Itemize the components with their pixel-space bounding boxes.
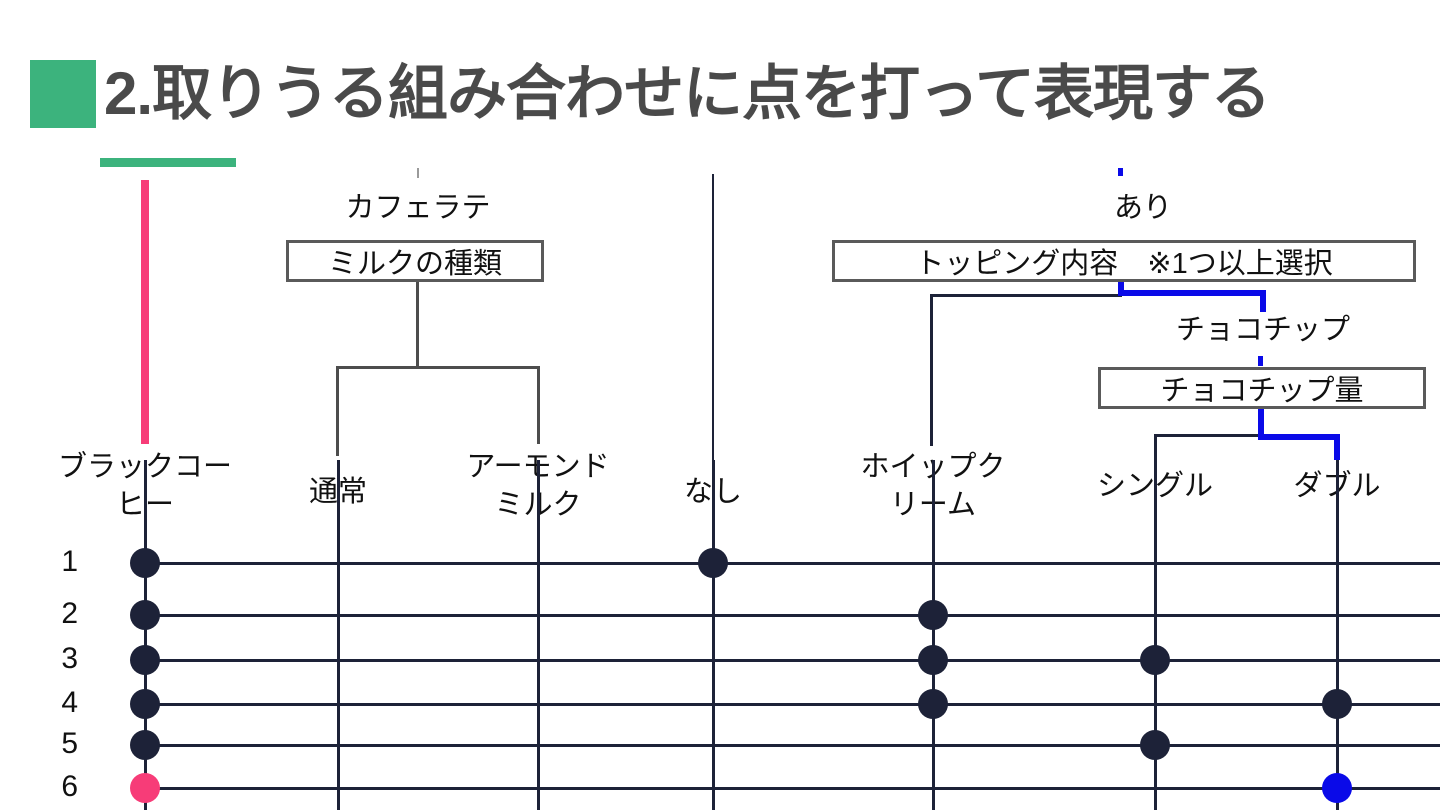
grid-column-line-almond-milk — [537, 460, 540, 810]
grid-column-line-single — [1154, 460, 1157, 810]
row-number-label: 2 — [61, 597, 78, 630]
row-number-label: 6 — [61, 770, 78, 803]
grid-row-line — [145, 787, 1440, 790]
matrix-dot[interactable] — [1140, 645, 1170, 675]
matrix-dot[interactable] — [130, 548, 160, 578]
topping-connector-blue — [1118, 290, 1266, 296]
grid-column-line-normal-milk — [337, 460, 340, 810]
page-title: 2.取りうる組み合わせに点を打って表現する — [104, 60, 1271, 127]
matrix-dot[interactable] — [1322, 689, 1352, 719]
branch-label-cafe-latte: カフェラテ — [345, 192, 491, 224]
milk-type-stem — [416, 282, 419, 367]
drop-almond-milk — [537, 366, 540, 444]
row-number-label: 4 — [61, 686, 78, 719]
matrix-dot[interactable] — [130, 730, 160, 760]
grid-row-line — [145, 614, 1440, 617]
box-milk-type: ミルクの種類 — [286, 240, 544, 282]
row-number-label: 3 — [61, 642, 78, 675]
matrix-dot[interactable] — [918, 689, 948, 719]
matrix-dot[interactable] — [918, 600, 948, 630]
row-number-label: 5 — [61, 727, 78, 760]
grid-column-line-no-topping — [712, 460, 715, 810]
row-number-label: 1 — [61, 545, 78, 578]
matrix-dot[interactable] — [1140, 730, 1170, 760]
grid-column-line-whipped-cream — [932, 460, 935, 810]
grid-column-line-double — [1336, 460, 1339, 810]
matrix-dot[interactable] — [130, 600, 160, 630]
topping-box-blue-stem — [1118, 282, 1124, 296]
branch-label-choco-chip: チョコチップ — [1175, 314, 1350, 346]
drop-whipped-cream — [930, 294, 933, 446]
header-accent-square — [30, 60, 96, 128]
choco-amount-connector-left — [1154, 434, 1262, 437]
branch-label-topping-ari: あり — [1113, 192, 1172, 224]
highlight-stem-black-coffee — [141, 180, 149, 444]
grid-row-line — [145, 703, 1440, 706]
stub-above-ari — [1118, 168, 1123, 176]
drop-normal-milk — [336, 366, 339, 456]
grid-row-line — [145, 562, 1440, 565]
choco-amount-connector-blue — [1258, 434, 1340, 440]
matrix-dot[interactable] — [918, 645, 948, 675]
matrix-dot[interactable] — [1322, 773, 1352, 803]
drop-choco-chip — [1260, 290, 1266, 312]
matrix-dot[interactable] — [130, 773, 160, 803]
topping-connector-left — [930, 294, 1122, 297]
box-choco-chip-amount: チョコチップ量 — [1098, 367, 1426, 409]
matrix-dot[interactable] — [130, 689, 160, 719]
box-topping-content: トッピング内容 ※1つ以上選択 — [832, 240, 1416, 282]
stem-no-topping — [712, 174, 714, 460]
choco-amount-stem — [1258, 409, 1264, 439]
matrix-dot[interactable] — [130, 645, 160, 675]
drop-single — [1154, 434, 1157, 460]
grid-row-line — [145, 744, 1440, 747]
grid-row-line — [145, 659, 1440, 662]
milk-type-connector — [336, 366, 540, 369]
stub-above-choco-amount — [1258, 356, 1263, 366]
stub-above-cafe-latte — [417, 168, 419, 178]
header-underline — [100, 158, 236, 167]
matrix-dot[interactable] — [698, 548, 728, 578]
grid-column-line-black-coffee — [144, 460, 147, 810]
drop-double — [1334, 434, 1340, 460]
